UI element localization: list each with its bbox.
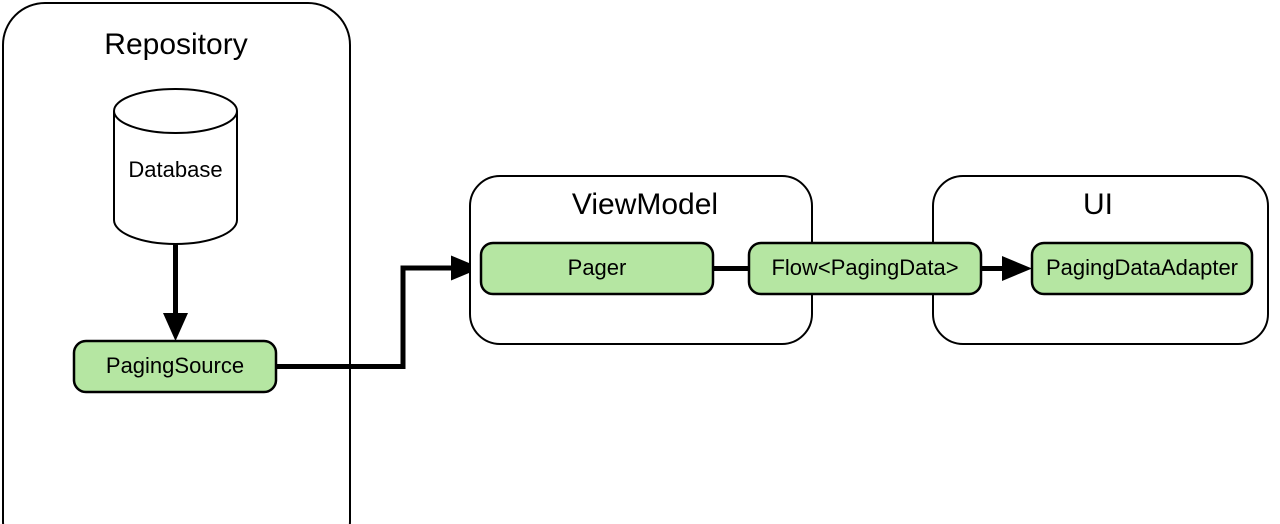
database-cylinder-top — [113, 88, 238, 134]
repository-title: Repository — [104, 28, 247, 61]
paging-source-to-pager-arrowhead — [451, 255, 481, 281]
database-label: Database — [128, 157, 222, 182]
flow-paging-data-label: Flow<PagingData> — [771, 255, 958, 280]
database-to-paging-source-arrowhead — [163, 313, 188, 341]
pager-box — [479, 241, 715, 296]
edge-flow-to-adapter — [978, 256, 1032, 281]
flow-paging-data-box — [747, 241, 983, 296]
node-paging-source[interactable]: PagingSource — [72, 339, 278, 394]
viewmodel-title: ViewModel — [572, 188, 718, 221]
flow-to-adapter-arrowhead — [1002, 256, 1032, 281]
pager-label: Pager — [568, 255, 627, 280]
paging-source-label: PagingSource — [106, 353, 244, 378]
node-pager[interactable]: Pager — [479, 241, 715, 296]
ui-title: UI — [1083, 188, 1113, 221]
node-database[interactable]: Database — [113, 88, 238, 245]
paging-source-to-pager-line — [276, 265, 455, 369]
node-flow-paging-data[interactable]: Flow<PagingData> — [747, 241, 983, 296]
node-paging-data-adapter[interactable]: PagingDataAdapter — [1030, 241, 1254, 296]
edge-database-to-paging-source — [163, 243, 188, 341]
paging-data-adapter-label: PagingDataAdapter — [1046, 255, 1238, 280]
paging-data-adapter-box — [1030, 241, 1254, 296]
edge-paging-source-to-pager — [276, 255, 481, 369]
